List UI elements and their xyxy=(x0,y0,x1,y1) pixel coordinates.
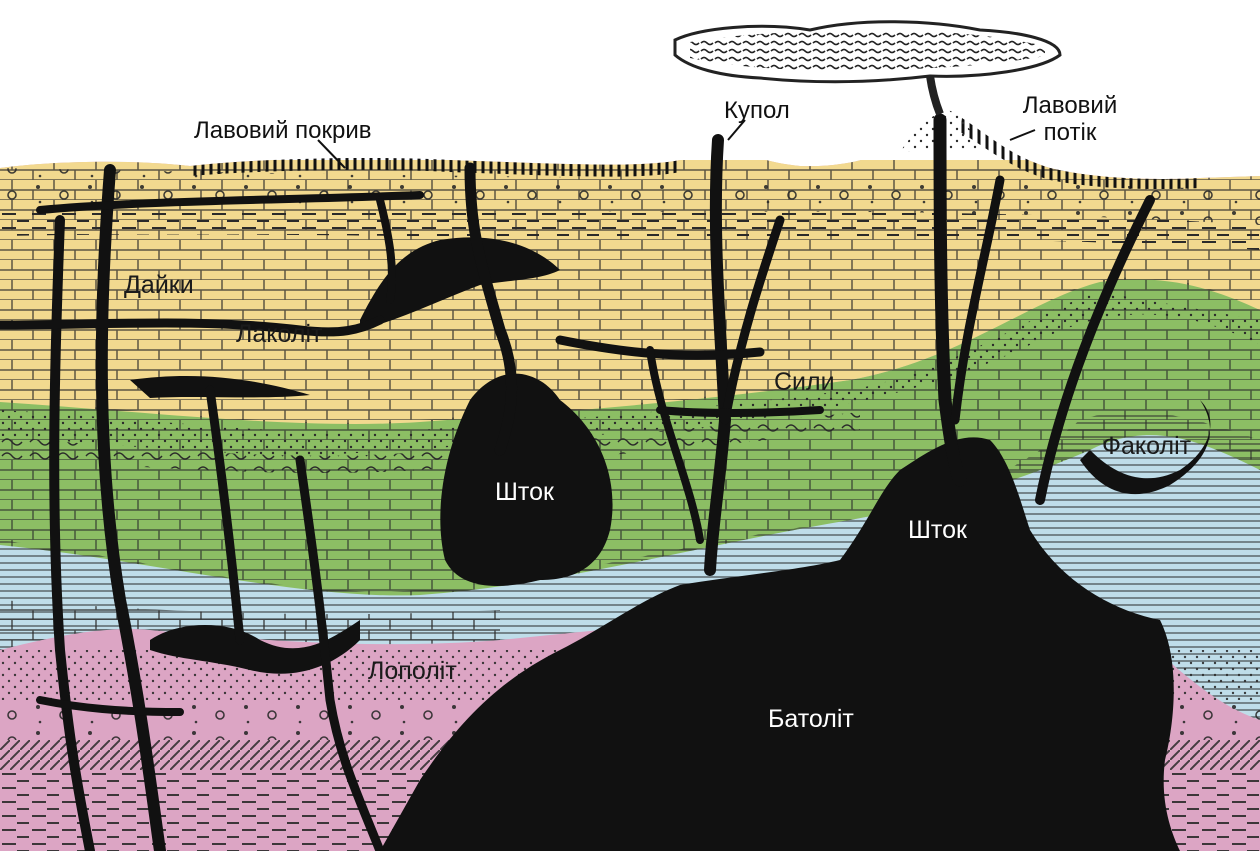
label-lava-flow-line2: потік xyxy=(1010,119,1130,146)
label-sills: Сили xyxy=(774,369,835,396)
label-lava-flow: Лавовий потік xyxy=(1010,92,1130,146)
label-lopolith: Лополіт xyxy=(368,658,457,685)
label-stock-left: Шток xyxy=(495,479,554,506)
label-laccolith: Лаколіт xyxy=(236,321,322,348)
label-phacolith: Факоліт xyxy=(1102,433,1191,460)
label-batholith: Батоліт xyxy=(768,706,854,733)
label-dikes: Дайки xyxy=(124,272,194,299)
label-dome: Купол xyxy=(724,97,790,124)
label-lava-flow-line1: Лавовий xyxy=(1010,92,1130,119)
label-lava-sheet: Лавовий покрив xyxy=(194,117,372,144)
label-stock-right: Шток xyxy=(908,517,967,544)
